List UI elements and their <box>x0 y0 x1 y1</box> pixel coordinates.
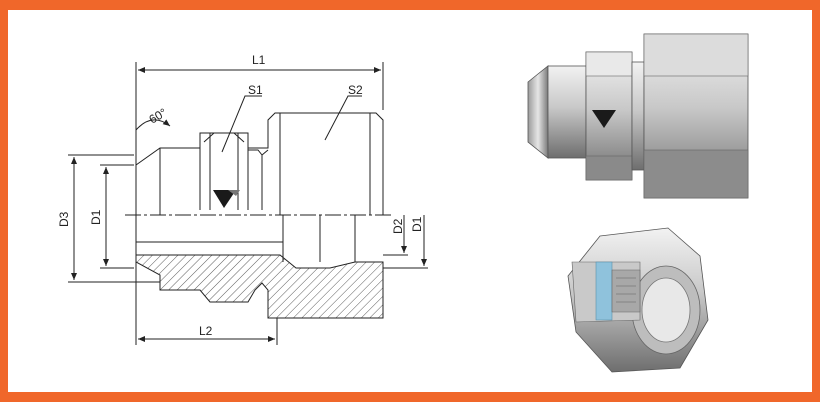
dimension-d1-right-label: D1 <box>410 216 424 232</box>
hex-s1-label: S1 <box>248 83 263 97</box>
dimension-d1-left-label: D1 <box>89 209 103 225</box>
dimension-l1 <box>135 62 384 160</box>
leader-lines <box>221 95 362 153</box>
dimension-l1-label: L1 <box>252 53 266 67</box>
hex-s2-label: S2 <box>348 83 363 97</box>
fitting-cutaway-render <box>567 227 709 373</box>
brand-logo-icon <box>213 190 236 208</box>
brand-logo-icon <box>592 110 616 128</box>
dimension-d3-label: D3 <box>57 211 71 227</box>
fitting-3d-render <box>527 33 749 199</box>
dimension-d2-d1 <box>383 215 428 269</box>
dimension-d3-d1 <box>68 154 160 283</box>
dimension-l2-label: L2 <box>199 324 213 338</box>
logo-shade <box>228 190 240 196</box>
dimension-d2-label: D2 <box>391 218 405 234</box>
section-drawing <box>125 112 392 319</box>
dimension-l2 <box>135 262 278 345</box>
